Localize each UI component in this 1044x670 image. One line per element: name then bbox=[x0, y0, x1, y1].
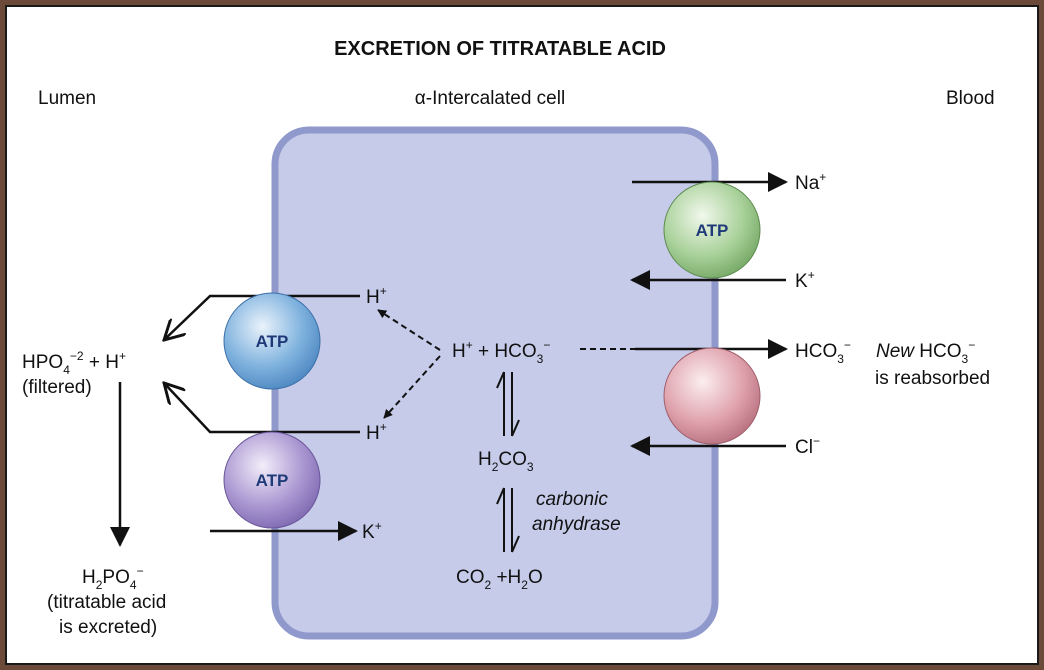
equilibrium-arrows-lower bbox=[496, 487, 520, 553]
diagram-title: EXCRETION OF TITRATABLE ACID bbox=[334, 38, 666, 60]
new-hco3-label: New HCO3− bbox=[876, 338, 975, 366]
h2po4-label: H2PO4− bbox=[82, 564, 144, 592]
k-ion-basolateral: K+ bbox=[795, 268, 815, 292]
intercalated-cell-body bbox=[271, 126, 719, 640]
hpo4-plus-h: HPO4−2 + H+ bbox=[22, 349, 126, 377]
h-atpase-atp-label: ATP bbox=[256, 332, 289, 351]
hk-atpase-pump bbox=[223, 431, 321, 529]
h2co3-label: H2CO3 bbox=[478, 449, 534, 474]
hco3-blood: HCO3− bbox=[795, 338, 851, 366]
h-atpase-pump bbox=[223, 292, 321, 390]
h-dashed-arrow-lower bbox=[383, 355, 441, 419]
co2-h2o-label: CO2 +H2O bbox=[456, 567, 543, 592]
reabsorbed-label: is reabsorbed bbox=[875, 368, 990, 389]
h-dashed-arrow-upper bbox=[377, 309, 441, 351]
na-ion: Na+ bbox=[795, 170, 826, 194]
enzyme-label-line1: carbonic bbox=[536, 489, 608, 510]
na-k-atpase-pump bbox=[663, 181, 761, 279]
blood-label: Blood bbox=[946, 88, 995, 109]
enzyme-label-line2: anhydrase bbox=[532, 514, 621, 535]
na-k-atpase-atp-label: ATP bbox=[696, 221, 729, 240]
cl-hco3-exchanger bbox=[663, 347, 761, 445]
filtered-label: (filtered) bbox=[22, 377, 92, 398]
equilibrium-arrows-upper bbox=[496, 371, 520, 437]
h-plus-hco3: H+ + HCO3− bbox=[452, 338, 550, 366]
h-ion-lower: H+ bbox=[366, 420, 387, 444]
h-secretion-arrow-lower bbox=[164, 383, 360, 434]
cl-ion: Cl− bbox=[795, 434, 820, 458]
hk-atpase-atp-label: ATP bbox=[256, 471, 289, 490]
lumen-label: Lumen bbox=[38, 88, 96, 109]
titratable-label-line1: (titratable acid bbox=[47, 592, 166, 613]
k-ion-luminal: K+ bbox=[362, 519, 382, 543]
h-secretion-arrow-upper bbox=[164, 294, 360, 340]
cell-label: α-Intercalated cell bbox=[415, 88, 565, 109]
h-ion-upper: H+ bbox=[366, 284, 387, 308]
titratable-label-line2: is excreted) bbox=[59, 617, 157, 638]
